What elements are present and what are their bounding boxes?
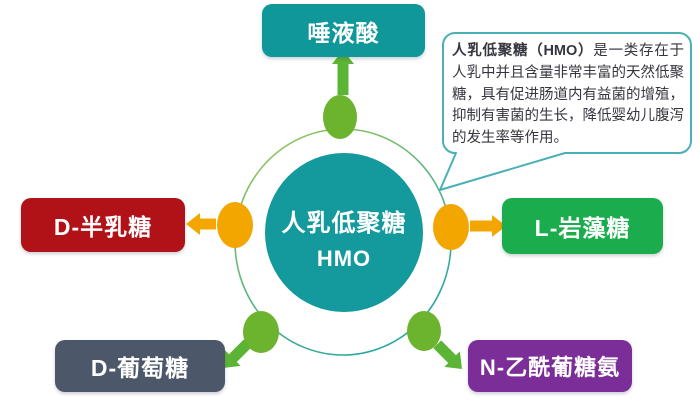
center-title: 人乳低聚糖 [281,210,407,237]
node-n-acetylglucosamine: N-乙酰葡糖氨 [468,340,632,392]
node-label: D-葡萄糖 [90,355,190,381]
right-arrow-icon [470,215,506,237]
node-label: 唾液酸 [307,19,380,46]
center-subtitle: HMO [316,246,372,271]
node-d-galactose: D-半乳糖 [21,198,185,252]
callout-bubble [439,32,692,191]
node-label: L-岩藻糖 [534,215,631,241]
callout-body-text: 是一类存在于人乳中并且含量非常丰富的天然低聚糖，具有促进肠道内有益菌的增殖，抑制… [452,43,685,146]
node-sialic-acid: 唾液酸 [262,4,425,57]
center-node-hmo: 人乳低聚糖 HMO [265,153,423,312]
right-connector-dot [433,204,469,250]
callout-lead-bold: 人乳低聚糖（HMO） [452,43,594,59]
callout-description: 人乳低聚糖（HMO）是一类存在于人乳中并且含量非常丰富的天然低聚糖，具有促进肠道… [452,41,684,150]
left-arrow-icon [186,213,216,235]
node-l-fucose: L-岩藻糖 [502,198,663,254]
bottom-right-connector-dot [407,311,441,351]
node-d-glucose: D-葡萄糖 [55,340,225,392]
node-label: D-半乳糖 [53,214,153,240]
bottom-left-connector-dot [243,311,279,353]
up-arrow-icon [332,50,354,95]
node-label: N-乙酰葡糖氨 [479,355,621,380]
down-left-arrow-icon [223,339,252,368]
left-connector-dot [217,202,253,248]
top-connector-dot [323,95,357,139]
down-right-arrow-icon [433,340,462,369]
